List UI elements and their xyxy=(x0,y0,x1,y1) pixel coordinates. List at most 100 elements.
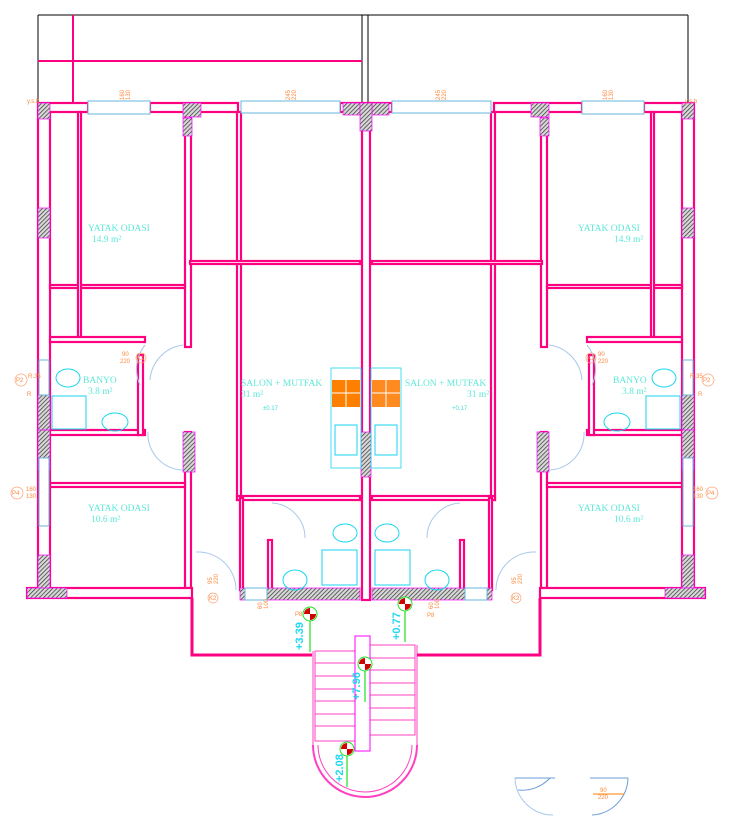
hatched-column xyxy=(371,587,493,601)
door-width: 90 xyxy=(600,788,607,794)
door-swing xyxy=(495,551,537,591)
wall xyxy=(136,353,145,437)
ysb-label: y.s.b xyxy=(685,99,698,105)
shower xyxy=(51,395,87,430)
elevation-value: +0.77 xyxy=(391,612,403,640)
window-width: 160 xyxy=(693,487,704,493)
room-name: BANYO xyxy=(613,376,647,386)
staircase[interactable] xyxy=(312,635,418,798)
hatched-column xyxy=(182,102,202,118)
fixtures xyxy=(51,368,681,591)
wall xyxy=(183,110,193,349)
window-tag: P4 xyxy=(12,491,20,497)
door-swing xyxy=(271,502,306,539)
window xyxy=(87,100,151,115)
window xyxy=(581,100,645,115)
window-height: 130 xyxy=(609,89,615,100)
room-name: SALON + MUTFAK xyxy=(241,379,322,389)
hatched-column xyxy=(37,554,51,589)
door-width: 90 xyxy=(598,352,605,358)
hatched-column xyxy=(182,117,193,137)
wall xyxy=(489,110,497,502)
room-area: 10.6 m² xyxy=(614,515,643,525)
window-tag: P8 xyxy=(427,613,435,619)
door-swing xyxy=(195,551,237,591)
window-height: 130 xyxy=(693,494,704,500)
window-width: 160 xyxy=(120,89,126,100)
elevation-marker-fill xyxy=(359,658,371,670)
door-swing xyxy=(590,777,629,816)
door-swing xyxy=(149,344,184,381)
wall xyxy=(48,481,187,489)
elevation-marker-fill xyxy=(341,743,353,755)
window-height: 220 xyxy=(292,89,298,100)
wall xyxy=(48,283,187,290)
door-height: 220 xyxy=(598,795,609,801)
hatched-column xyxy=(239,587,361,601)
hatched-column xyxy=(681,394,695,431)
door xyxy=(517,777,551,791)
wall xyxy=(587,353,596,437)
wall xyxy=(585,335,684,344)
door-swing xyxy=(426,502,461,539)
wall xyxy=(649,110,656,339)
window xyxy=(464,587,488,601)
door-width: 90 xyxy=(122,352,129,358)
hatched-column xyxy=(359,102,373,132)
shower xyxy=(645,395,681,430)
doors xyxy=(136,344,629,816)
wall xyxy=(48,335,147,344)
wall xyxy=(188,259,362,266)
elevation-markers: +3.39 +0.77 +7.96 +2.08 xyxy=(294,596,413,787)
elevation-value: +2.08 xyxy=(334,754,346,782)
toilet xyxy=(651,368,677,388)
room-area: 3.8 m² xyxy=(88,387,113,397)
wall xyxy=(545,283,684,290)
level-mark: +0.17 xyxy=(452,406,468,412)
room-name: YATAK ODASI xyxy=(88,224,150,234)
door-tag: K1 xyxy=(137,356,145,362)
level-mark: ±0.17 xyxy=(263,406,279,412)
window-tag: P4 xyxy=(707,491,715,497)
window-height: 130 xyxy=(126,89,132,100)
window xyxy=(682,359,694,396)
window xyxy=(682,457,694,527)
hatched-column xyxy=(681,102,695,120)
door-tag: K2 xyxy=(512,596,520,602)
door-width: 95 xyxy=(512,577,518,584)
door-swing xyxy=(548,431,585,471)
windows xyxy=(38,100,694,601)
upper-frame xyxy=(37,14,689,103)
wall xyxy=(585,428,684,437)
hatched-column xyxy=(342,102,361,116)
sink xyxy=(424,569,450,591)
hatched-column xyxy=(664,587,706,599)
window-size: R.35 xyxy=(690,374,703,380)
door-height: 220 xyxy=(214,573,220,584)
window-width: 60 xyxy=(258,602,264,609)
hatched-column xyxy=(681,207,695,239)
sink xyxy=(101,412,129,432)
elevation-value: +7.96 xyxy=(351,672,363,700)
elevation-value: +3.39 xyxy=(294,622,306,650)
window-width: 245 xyxy=(436,89,442,100)
window-width: 60 xyxy=(429,602,435,609)
room-area: 31 m² xyxy=(467,390,489,400)
r-label: R xyxy=(27,392,32,398)
wall xyxy=(458,538,466,592)
wall xyxy=(235,494,362,502)
sink xyxy=(603,412,631,432)
window xyxy=(38,457,50,527)
room-name: BANYO xyxy=(83,376,117,386)
wall xyxy=(487,496,494,592)
wall xyxy=(545,481,684,489)
door-width: 95 xyxy=(208,577,214,584)
wall xyxy=(539,110,549,349)
room-name: YATAK ODASI xyxy=(88,504,150,514)
hatched-column xyxy=(360,431,372,478)
toilet xyxy=(55,368,81,388)
r-label: R xyxy=(698,392,703,398)
window-tag: P2 xyxy=(16,378,24,384)
hatched-column xyxy=(681,554,695,589)
